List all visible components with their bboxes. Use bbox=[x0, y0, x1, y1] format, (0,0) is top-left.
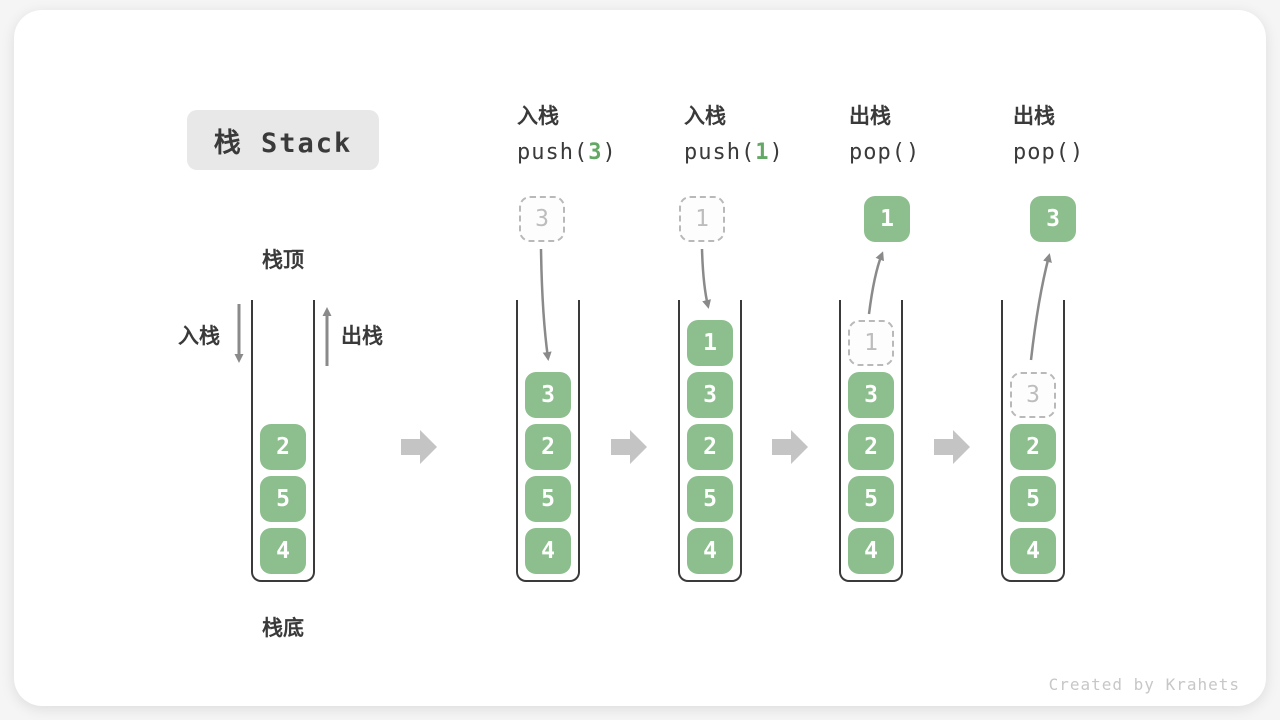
popped-value: 3 bbox=[1030, 196, 1076, 242]
code-arg: 1 bbox=[755, 140, 770, 165]
stack-cell: 5 bbox=[687, 476, 733, 522]
pop-side-label: 出栈 bbox=[341, 324, 383, 348]
stack-cell: 4 bbox=[687, 528, 733, 574]
title-box: 栈 Stack bbox=[187, 110, 379, 170]
stack-cell: 3 bbox=[687, 372, 733, 418]
stack-cell: 2 bbox=[260, 424, 306, 470]
step-op-code: push(1) bbox=[684, 140, 844, 165]
stack-cell: 5 bbox=[525, 476, 571, 522]
stack-cell: 2 bbox=[525, 424, 571, 470]
code-arg: 3 bbox=[588, 140, 603, 165]
code-pre: pop() bbox=[1013, 140, 1085, 165]
stack-cell: 3 bbox=[525, 372, 571, 418]
stack-cell-ghost: 1 bbox=[848, 320, 894, 366]
code-pre: push( bbox=[684, 140, 756, 165]
popped-value: 1 bbox=[864, 196, 910, 242]
code-pre: push( bbox=[517, 140, 589, 165]
stack-cell: 2 bbox=[848, 424, 894, 470]
step-op-code: pop() bbox=[1013, 140, 1173, 165]
step-header-pop-1: 出栈 pop() bbox=[849, 104, 1009, 166]
push-side-label: 入栈 bbox=[178, 324, 220, 348]
stack-cell: 4 bbox=[1010, 528, 1056, 574]
step-op-code: push(3) bbox=[517, 140, 677, 165]
page-title: 栈 Stack bbox=[213, 127, 353, 159]
stack-cell: 4 bbox=[525, 528, 571, 574]
code-pre: pop() bbox=[849, 140, 921, 165]
stack-cell: 3 bbox=[848, 372, 894, 418]
step-header-push-1: 入栈 push(1) bbox=[684, 104, 844, 166]
stack-cell: 4 bbox=[848, 528, 894, 574]
step-op-code: pop() bbox=[849, 140, 1009, 165]
code-post: ) bbox=[769, 140, 784, 165]
stack-cell: 2 bbox=[687, 424, 733, 470]
stack-top-label: 栈顶 bbox=[262, 248, 304, 272]
stack-cell: 5 bbox=[848, 476, 894, 522]
stack-cell: 1 bbox=[687, 320, 733, 366]
stack-bottom-label: 栈底 bbox=[262, 616, 304, 640]
step-op-label: 出栈 bbox=[849, 104, 891, 128]
step-op-label: 入栈 bbox=[684, 104, 726, 128]
stack-cell: 2 bbox=[1010, 424, 1056, 470]
watermark-credit: Created by Krahets bbox=[1048, 675, 1240, 694]
code-post: ) bbox=[602, 140, 617, 165]
step-header-pop-3: 出栈 pop() bbox=[1013, 104, 1173, 166]
stack-cell-ghost: 3 bbox=[1010, 372, 1056, 418]
step-op-label: 入栈 bbox=[517, 104, 559, 128]
stack-cell: 5 bbox=[260, 476, 306, 522]
step-op-label: 出栈 bbox=[1013, 104, 1055, 128]
stack-cell: 5 bbox=[1010, 476, 1056, 522]
step-header-push-3: 入栈 push(3) bbox=[517, 104, 677, 166]
stack-cell: 4 bbox=[260, 528, 306, 574]
floating-pushed-value: 3 bbox=[519, 196, 565, 242]
floating-pushed-value: 1 bbox=[679, 196, 725, 242]
